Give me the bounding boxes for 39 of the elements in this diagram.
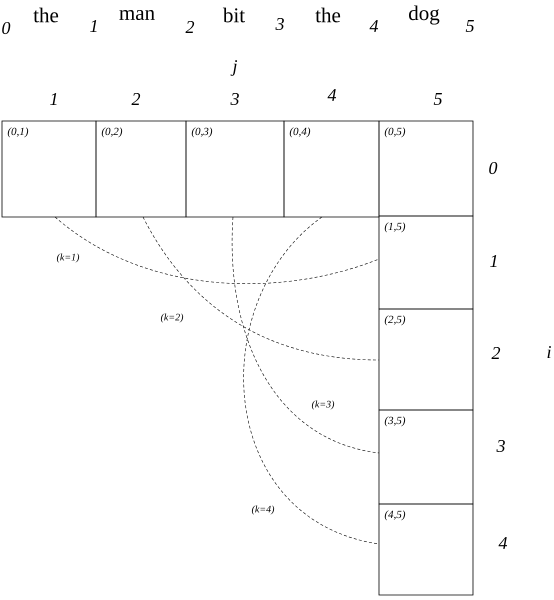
position-number: 3 xyxy=(275,18,284,30)
column-number: 2 xyxy=(132,93,140,105)
edge-label: (k=4) xyxy=(250,504,276,516)
table-cell: (0,4) xyxy=(284,120,380,218)
axis-label: i xyxy=(548,346,551,358)
word: man xyxy=(119,10,155,20)
word: bit xyxy=(222,8,245,22)
position-number: 4 xyxy=(370,20,378,32)
position-number: 0 xyxy=(2,22,10,34)
column-number: 1 xyxy=(50,93,57,105)
row-number: 2 xyxy=(492,347,500,359)
word: dog xyxy=(409,5,440,25)
row-number: 4 xyxy=(498,537,508,549)
table-cell: (1,5) xyxy=(378,216,474,310)
edge-label: (k=3) xyxy=(310,399,336,411)
dashed-arc xyxy=(54,216,380,284)
position-number: 2 xyxy=(186,21,194,33)
dashed-arc xyxy=(232,216,380,454)
column-number: 3 xyxy=(230,92,239,106)
table-cell: (0,1) xyxy=(2,120,96,218)
position-number: 5 xyxy=(466,20,474,32)
table-cell: (0,3) xyxy=(186,120,284,218)
position-number: 1 xyxy=(90,20,97,32)
column-number: 4 xyxy=(328,89,336,101)
table-cell: (0,2) xyxy=(96,120,186,218)
table-cell: (2,5) xyxy=(378,308,474,410)
dashed-arc xyxy=(142,216,380,360)
word: the xyxy=(315,8,340,22)
dashed-arc xyxy=(244,216,380,544)
table-cell: (3,5) xyxy=(378,410,474,504)
edge-label: (k=2) xyxy=(160,312,184,324)
edge-label: (k=1) xyxy=(56,252,80,264)
word: the xyxy=(33,8,58,22)
row-number: 0 xyxy=(489,162,498,174)
table-cell: (0,5) xyxy=(378,120,474,216)
row-number: 1 xyxy=(490,255,497,267)
row-number: 3 xyxy=(496,440,505,452)
table-cell: (4,5) xyxy=(378,504,474,596)
axis-label: j xyxy=(230,60,238,76)
